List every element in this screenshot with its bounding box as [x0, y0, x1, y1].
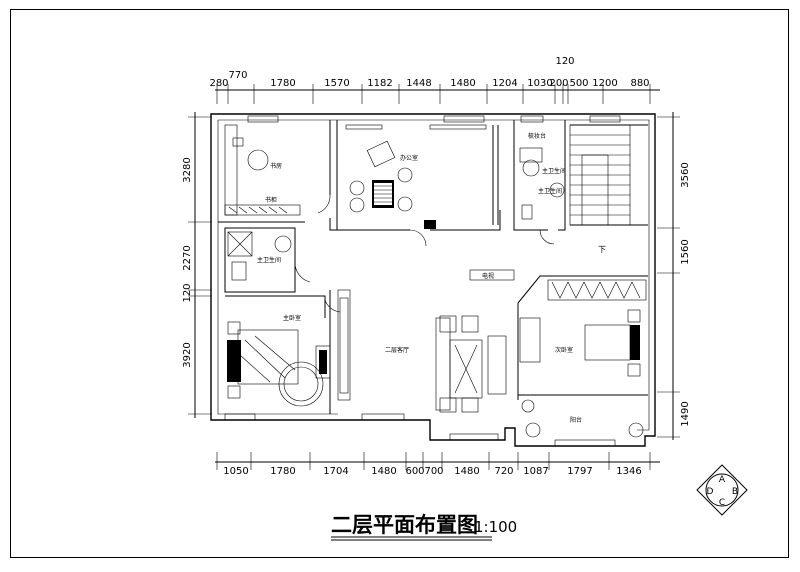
compass-b: B: [732, 487, 738, 497]
study-label: 书房: [270, 162, 282, 170]
toilet: [521, 204, 533, 220]
second-bed: [584, 324, 631, 361]
dim-top-4: 1570: [324, 78, 349, 89]
dim-top-13: 880: [630, 78, 649, 89]
bottom-dimension-chain: 1050 1780 1704 1480 600 700 1480 720 108…: [215, 452, 660, 477]
dim-bottom-1: 1050: [223, 466, 248, 477]
office-chair-4: [397, 196, 413, 212]
compass-d: D: [707, 487, 714, 497]
study-room: 书房 书柜: [224, 124, 301, 216]
dim-top-11: 500: [569, 78, 588, 89]
dim-top-10: 200: [549, 78, 568, 89]
office-label: 办公室: [400, 154, 418, 162]
dim-right-3: 1490: [680, 401, 691, 426]
dim-bottom-10: 1797: [567, 466, 592, 477]
nightstand-2: [227, 385, 241, 399]
top-dimension-chain: 120 280 770 1780 1570 1182 1448 1480 120…: [209, 56, 660, 104]
round-rug: [278, 361, 324, 407]
master-toilet: [231, 261, 247, 281]
drawing-scale: 1:100: [474, 518, 517, 536]
nightstand-1: [227, 321, 241, 335]
tv-label: 电视: [482, 272, 494, 280]
second-bed-label: 次卧室: [555, 346, 573, 354]
bed-headboard: [227, 340, 241, 382]
right-dimension-chain: 3560 1560 1490: [657, 112, 691, 440]
drawing-title: 二层平面布置图: [331, 513, 478, 537]
powder-label: 梳妆台: [528, 132, 546, 140]
balcony-label: 阳台: [570, 416, 582, 424]
dim-bottom-4: 1480: [371, 466, 396, 477]
shower: [227, 231, 253, 257]
dim-top-8: 1204: [492, 78, 517, 89]
dim-overhang-label: 120: [555, 56, 574, 67]
dim-bottom-2: 1780: [270, 466, 295, 477]
second-bedroom: 次卧室: [519, 279, 647, 377]
planter-2: [525, 422, 541, 438]
office-chair-1: [349, 180, 365, 196]
dim-top-1: 280: [209, 78, 228, 89]
master-bed-label: 主卧室: [283, 314, 301, 322]
windows: [224, 115, 621, 447]
office-chair-3: [397, 167, 413, 183]
master-bedroom: 主卧室: [227, 314, 331, 407]
dim-top-2: 770: [228, 70, 247, 81]
study-chair: [247, 149, 269, 171]
bath2-label-1: 主卫生间: [542, 167, 566, 175]
bath2-label-2: 主卫生间: [538, 187, 562, 195]
balcony: 阳台: [521, 399, 644, 438]
left-dimension-chain: 3280 2270 120 3920: [182, 112, 212, 418]
desk: [519, 317, 541, 363]
dim-bottom-3: 1704: [323, 466, 348, 477]
vanity: [519, 147, 543, 163]
bath-2: 梳妆台 主卫生间 主卫生间: [519, 132, 566, 220]
dim-left-1: 3280: [182, 157, 193, 182]
planter-1: [521, 399, 535, 413]
master-bath-label: 主卫生间: [257, 256, 281, 264]
column-block: [424, 220, 436, 229]
compass-a: A: [719, 475, 726, 485]
sofa-right: [487, 335, 507, 395]
dim-left-3: 120: [182, 283, 193, 302]
dim-top-12: 1200: [592, 78, 617, 89]
dim-left-2: 2270: [182, 245, 193, 270]
dim-bottom-11: 1346: [616, 466, 641, 477]
dim-right-1: 3560: [680, 162, 691, 187]
wardrobe: [551, 281, 641, 299]
bookcase: [224, 204, 301, 216]
stair-direction-label: 下: [598, 245, 606, 254]
basin: [274, 235, 292, 253]
dim-top-3: 1780: [270, 78, 295, 89]
dim-bottom-8: 720: [494, 466, 513, 477]
office-chair-2: [349, 197, 365, 213]
living-wall-unit: [337, 289, 351, 401]
dim-top-5: 1182: [367, 78, 392, 89]
dim-bottom-7: 1480: [454, 466, 479, 477]
dim-bottom-9: 1087: [523, 466, 548, 477]
master-bed: [237, 329, 299, 385]
dim-left-4: 3920: [182, 342, 193, 367]
compass-symbol: A B C D: [696, 464, 748, 516]
living-label: 二层客厅: [385, 346, 409, 354]
dim-bottom-6: 700: [424, 466, 443, 477]
dim-bottom-5: 600: [405, 466, 424, 477]
study-desk: [224, 124, 238, 216]
office-room: 办公室: [349, 140, 436, 229]
compass-c: C: [719, 498, 725, 508]
interior-walls: [218, 120, 648, 414]
office-desk: [366, 140, 396, 168]
drawing-title-block: 二层平面布置图 1:100: [331, 513, 517, 541]
bookcase-label: 书柜: [265, 196, 277, 204]
master-bathroom: 主卫生间: [227, 231, 292, 281]
planter-3: [628, 422, 644, 438]
dim-top-7: 1480: [450, 78, 475, 89]
dim-top-6: 1448: [406, 78, 431, 89]
tv-console: [469, 269, 515, 281]
dim-top-9: 1030: [527, 78, 552, 89]
staircase: 下: [569, 124, 631, 254]
living-room: 电视 二层客厅: [337, 269, 515, 413]
tv-cabinet: [315, 345, 331, 379]
dim-right-2: 1560: [680, 239, 691, 264]
